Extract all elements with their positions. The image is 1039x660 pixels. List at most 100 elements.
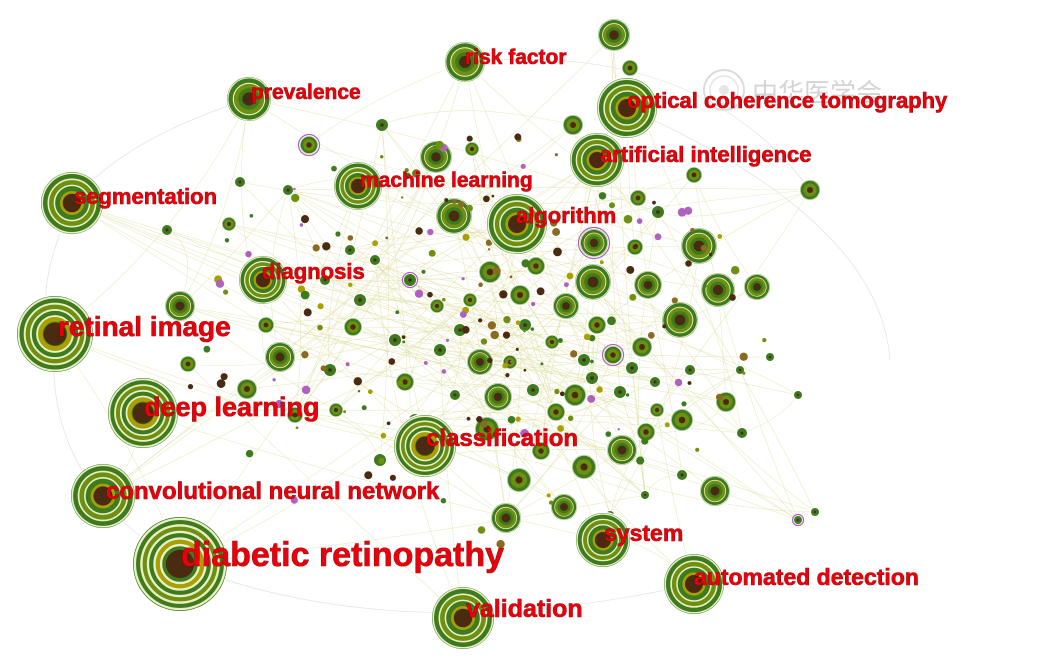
keyword-node-risk-factor[interactable] — [443, 40, 487, 84]
minor-node[interactable] — [675, 468, 689, 482]
keyword-node-automated-detection[interactable] — [662, 552, 726, 616]
keyword-node-prevalence[interactable] — [225, 75, 273, 123]
minor-node[interactable] — [482, 381, 514, 413]
minor-node[interactable] — [586, 314, 608, 336]
minor-node[interactable] — [625, 237, 645, 257]
network-edge — [592, 281, 816, 513]
minor-node[interactable] — [545, 401, 567, 423]
minor-node[interactable] — [322, 362, 338, 378]
minor-node[interactable] — [624, 360, 640, 376]
minor-node[interactable] — [508, 283, 532, 307]
minor-node[interactable] — [584, 370, 600, 386]
keyword-node-artificial-intelligence[interactable] — [568, 131, 626, 189]
minor-node[interactable] — [549, 492, 579, 522]
keyword-node-machine-learning[interactable] — [332, 160, 384, 212]
minor-node[interactable] — [612, 384, 628, 400]
keyword-node-convolutional-neural-network[interactable] — [69, 462, 137, 530]
keyword-node-retinal-image[interactable] — [15, 294, 95, 374]
minor-node[interactable] — [343, 243, 357, 257]
minor-node[interactable] — [285, 405, 305, 425]
minor-node[interactable] — [477, 259, 503, 285]
minor-node[interactable] — [525, 382, 541, 398]
keyword-node-classification[interactable] — [392, 413, 458, 479]
minor-node[interactable] — [543, 333, 561, 351]
minor-node[interactable] — [235, 377, 259, 401]
minor-node[interactable] — [570, 453, 598, 481]
minor-node[interactable] — [648, 401, 666, 419]
keyword-node-diabetic-retinopathy[interactable] — [131, 515, 229, 613]
minor-node[interactable] — [530, 440, 552, 462]
minor-node[interactable] — [577, 226, 611, 260]
keyword-node-segmentation[interactable] — [39, 170, 105, 236]
minor-node[interactable] — [342, 316, 364, 338]
minor-node[interactable] — [297, 133, 321, 157]
minor-node[interactable] — [551, 291, 581, 321]
minor-node[interactable] — [256, 315, 276, 335]
minor-node[interactable] — [639, 489, 651, 501]
minor-node[interactable] — [809, 506, 821, 518]
minor-node[interactable] — [463, 140, 481, 158]
minor-node[interactable] — [461, 291, 479, 309]
minor-node[interactable] — [698, 474, 732, 508]
minor-node[interactable] — [525, 255, 547, 277]
minor-node[interactable] — [387, 332, 403, 348]
keyword-node-deep-learning[interactable] — [106, 376, 180, 450]
node-core — [185, 361, 191, 367]
minor-node[interactable] — [434, 196, 474, 236]
minor-node[interactable] — [632, 269, 664, 301]
minor-node[interactable] — [465, 347, 495, 377]
minor-node[interactable] — [792, 389, 804, 401]
minor-node[interactable] — [742, 272, 772, 302]
minor-node[interactable] — [374, 117, 390, 133]
minor-node[interactable] — [573, 262, 613, 302]
minor-node[interactable] — [576, 352, 592, 368]
keyword-node-validation[interactable] — [430, 585, 496, 651]
minor-node[interactable] — [394, 371, 416, 393]
minor-node[interactable] — [601, 343, 625, 367]
minor-node[interactable] — [160, 223, 174, 237]
minor-node[interactable] — [735, 426, 749, 440]
minor-node[interactable] — [220, 215, 238, 233]
minor-node[interactable] — [669, 407, 695, 433]
minor-node[interactable] — [517, 317, 533, 333]
keyword-node-algorithm[interactable] — [485, 192, 549, 256]
node-ring-gap — [153, 537, 207, 591]
minor-node[interactable] — [178, 354, 198, 374]
minor-node[interactable] — [635, 421, 657, 443]
minor-node[interactable] — [791, 513, 805, 527]
minor-node[interactable] — [318, 273, 332, 287]
keyword-node-system[interactable] — [574, 511, 632, 569]
keyword-node-optical-coherence-tomography[interactable] — [595, 76, 659, 140]
minor-node[interactable] — [562, 382, 588, 408]
minor-node[interactable] — [561, 113, 585, 137]
minor-node[interactable] — [679, 226, 719, 266]
minor-node[interactable] — [620, 58, 640, 78]
minor-node[interactable] — [798, 178, 822, 202]
minor-node[interactable] — [683, 363, 697, 377]
keyword-node-diagnosis[interactable] — [237, 254, 289, 306]
minor-node[interactable] — [684, 165, 704, 185]
minor-node[interactable] — [281, 183, 295, 197]
minor-node[interactable] — [432, 342, 448, 358]
minor-node[interactable] — [401, 271, 419, 289]
minor-node[interactable] — [368, 253, 382, 267]
minor-node[interactable] — [764, 351, 776, 363]
minor-node[interactable] — [448, 388, 462, 402]
minor-node[interactable] — [163, 289, 197, 323]
minor-node[interactable] — [699, 271, 737, 309]
minor-node[interactable] — [263, 340, 297, 374]
minor-node[interactable] — [596, 17, 632, 53]
minor-node[interactable] — [489, 501, 523, 535]
minor-node[interactable] — [428, 297, 446, 315]
minor-node[interactable] — [327, 401, 345, 419]
minor-node[interactable] — [352, 292, 368, 308]
minor-node[interactable] — [648, 375, 662, 389]
minor-node[interactable] — [628, 188, 648, 208]
minor-node[interactable] — [452, 322, 468, 338]
minor-node[interactable] — [605, 433, 639, 467]
minor-node[interactable] — [650, 204, 666, 220]
minor-node[interactable] — [660, 300, 700, 340]
minor-node[interactable] — [233, 175, 247, 189]
minor-node[interactable] — [505, 466, 533, 494]
minor-node[interactable] — [630, 335, 654, 359]
